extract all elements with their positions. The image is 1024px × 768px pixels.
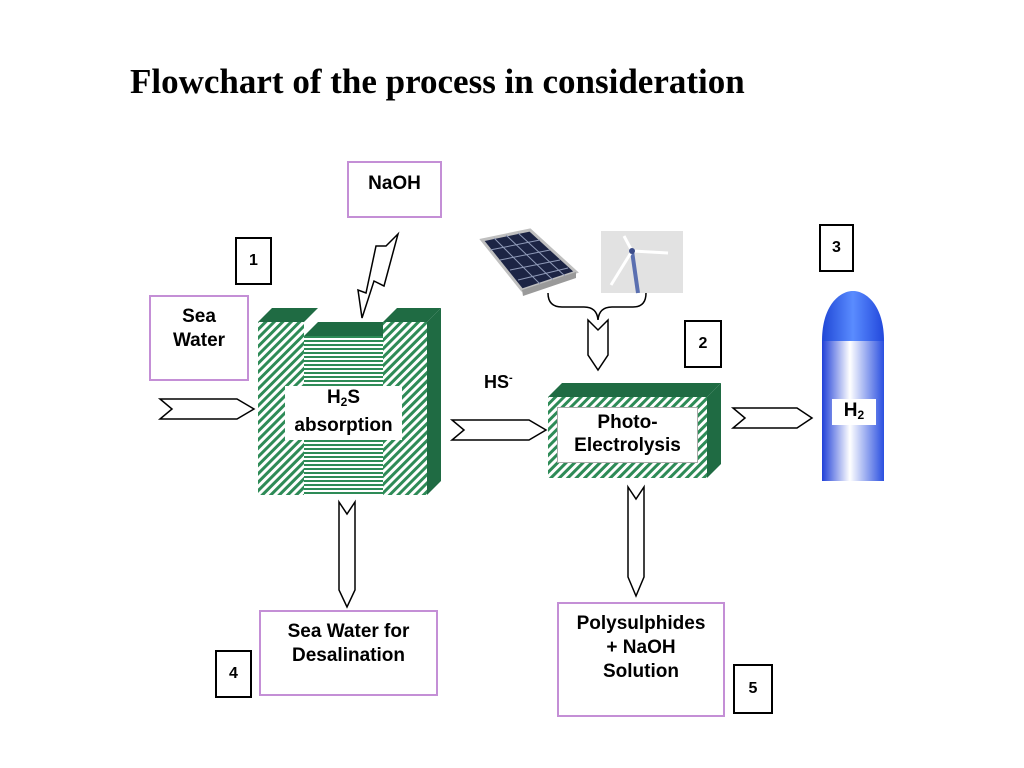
h2-product-label: H2 (832, 399, 876, 425)
sea-water-input-label: Sea Water (172, 306, 226, 351)
polysulphides-down-arrow (627, 484, 645, 598)
hs-stream-label: HS- (484, 367, 513, 393)
photo-electrolysis-label: Photo- Electrolysis (557, 407, 698, 463)
energy-down-arrow (587, 318, 609, 372)
naoh-arrow (357, 231, 400, 319)
step-number-3: 3 (819, 224, 854, 272)
desalination-down-arrow (338, 499, 356, 609)
solar-panel-icon (479, 228, 579, 296)
naoh-input-label: NaOH (368, 173, 421, 194)
sea-water-input-box: Sea Water (149, 295, 249, 381)
energy-brace (547, 292, 647, 321)
photo-line2: Electrolysis (574, 435, 681, 456)
step-number-2: 2 (684, 320, 722, 368)
naoh-input-box: NaOH (347, 161, 442, 218)
polysulphides-output-label: Polysulphides + NaOH Solution (576, 613, 706, 682)
hs-stream-arrow (449, 419, 548, 441)
step-number-1: 1 (235, 237, 272, 285)
hs-main: HS (484, 372, 510, 392)
absorption-s: S (347, 387, 361, 408)
desalination-output-label: Sea Water for Desalination (287, 621, 410, 666)
absorption-subscript: 2 (340, 395, 348, 409)
sea-water-in-arrow (157, 398, 256, 420)
absorption-unit (258, 308, 441, 495)
hydrogen-cylinder-icon (822, 291, 884, 481)
desalination-output-box: Sea Water for Desalination (259, 610, 438, 696)
hs-superscript: - (509, 372, 513, 384)
photo-line1: Photo- (597, 412, 658, 433)
h2-subscript: 2 (857, 408, 865, 422)
wind-turbine-icon (601, 231, 683, 294)
absorption-h: H (326, 387, 341, 408)
h2-out-arrow (730, 407, 814, 429)
absorption-line2: absorption (294, 415, 393, 436)
page-title: Flowchart of the process in consideratio… (130, 62, 745, 101)
step-number-5: 5 (733, 664, 773, 714)
h2-main: H (843, 400, 858, 421)
polysulphides-output-box: Polysulphides + NaOH Solution (557, 602, 725, 717)
step-number-4: 4 (215, 650, 252, 698)
absorption-label: H2S absorption (285, 386, 402, 440)
